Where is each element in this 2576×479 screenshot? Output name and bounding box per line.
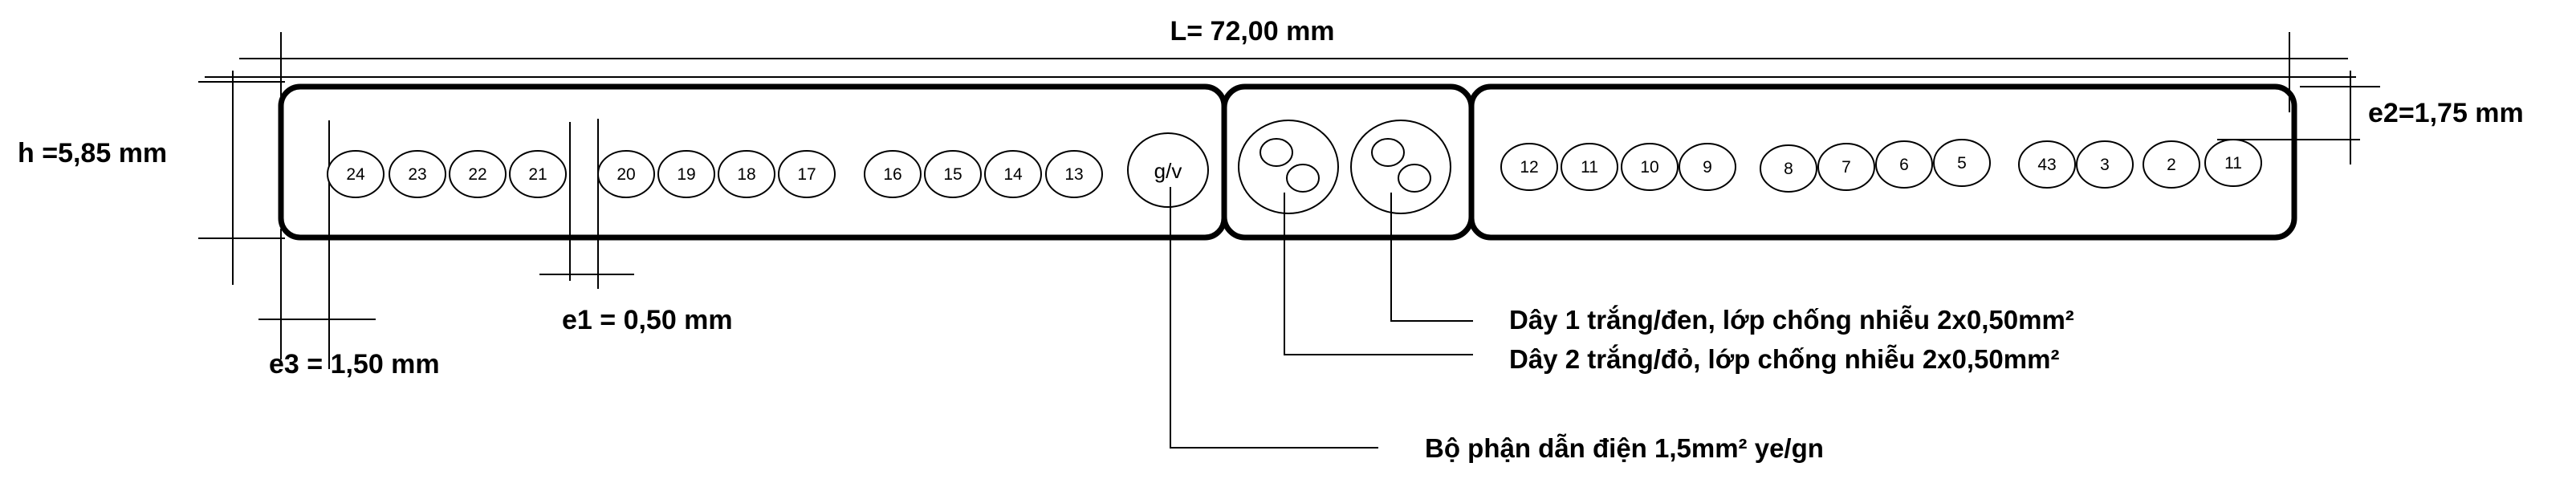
conductor-label: 10 [1640,158,1658,177]
conductor: 3 [2076,140,2134,189]
conductor: 11 [1561,143,1618,191]
conductor: 19 [657,150,715,198]
conductor: 5 [1933,139,1991,187]
conductor-label: 7 [1841,158,1851,177]
pair-1-shield [1238,120,1339,214]
shielded-pair-2 [1350,120,1451,214]
conductor: 21 [509,150,567,198]
left-conductor-group: 24 23 22 21 20 19 18 17 16 15 14 13 [327,150,1103,198]
pair-1-leader [1390,193,1473,322]
conductor: 9 [1679,143,1736,191]
pair-2-core-b [1398,164,1431,193]
conductor-label: 2 [2167,156,2176,174]
conductor-label: 12 [1520,158,1538,177]
conductor-label: 14 [1003,165,1023,184]
conductor: 12 [1500,143,1558,191]
conductor-label: 3 [2100,156,2110,174]
jacket-right-section [1468,83,2297,241]
earth-leader [1170,187,1378,449]
conductor: 15 [924,150,982,198]
conductor: 20 [597,150,655,198]
conductor: 22 [449,150,507,198]
conductor-label: 6 [1899,156,1909,174]
conductor-label: 22 [468,165,486,184]
pair-2-leader [1284,193,1473,355]
conductor-label: 18 [737,165,755,184]
conductor-label: 23 [408,165,426,184]
pair-2-core-a [1371,138,1405,167]
conductor: 8 [1760,144,1817,193]
conductor-label: 20 [617,165,635,184]
e2-dimension [2217,71,2380,164]
conductor: 7 [1817,143,1875,191]
earth-conductor-label: g/v [1154,159,1182,183]
earth-conductor: g/v [1127,132,1209,208]
conductor: 17 [778,150,836,198]
leader-lines [1170,187,1473,449]
length-dimension [205,32,2356,112]
conductor-label: 9 [1703,158,1712,177]
conductor: 18 [718,150,775,198]
conductor: 23 [389,150,446,198]
e2-label: e2=1,75 mm [2368,98,2524,128]
earth-callout: Bộ phận dẫn điện 1,5mm² ye/gn [1425,433,1824,463]
conductor: 13 [1045,150,1103,198]
conductor-label: 43 [2037,156,2056,174]
pair-1-core-b [1286,164,1320,193]
height-label: h =5,85 mm [18,138,167,168]
shielded-pair-1 [1238,120,1339,214]
conductor: 6 [1875,140,1933,189]
conductor: 43 [2018,140,2076,189]
conductor: 11 [2204,139,2262,187]
e1-label: e1 = 0,50 mm [562,305,733,335]
conductor-label: 24 [346,165,365,184]
e3-dimension [258,120,376,369]
e3-label: e3 = 1,50 mm [269,349,440,380]
conductor-label: 11 [2224,154,2242,173]
pair-2-callout: Dây 2 trắng/đỏ, lớp chống nhiễu 2x0,50mm… [1509,344,2059,374]
pair-1-callout: Dây 1 trắng/đen, lớp chống nhiễu 2x0,50m… [1509,305,2074,335]
conductor-label: 21 [528,165,547,184]
e1-dimension [539,119,634,289]
conductor-label: 13 [1064,165,1083,184]
conductor-label: 17 [797,165,816,184]
conductor: 24 [327,150,385,198]
conductor-label: 5 [1957,154,1967,173]
pair-2-shield [1350,120,1451,214]
pair-1-core-a [1260,138,1293,167]
height-dimension [198,71,285,285]
conductor-label: 19 [677,165,695,184]
right-conductor-group: 12 11 10 9 8 7 6 5 43 3 2 11 [1500,139,2262,193]
conductor: 10 [1621,143,1679,191]
conductor: 2 [2143,140,2200,189]
cable-jacket [278,83,2297,241]
conductor-label: 16 [883,165,901,184]
length-label: L= 72,00 mm [1170,16,1334,47]
conductor-label: 11 [1581,158,1598,177]
conductor: 14 [984,150,1042,198]
conductor-label: 15 [943,165,962,184]
conductor: 16 [864,150,922,198]
conductor-label: 8 [1784,160,1793,178]
